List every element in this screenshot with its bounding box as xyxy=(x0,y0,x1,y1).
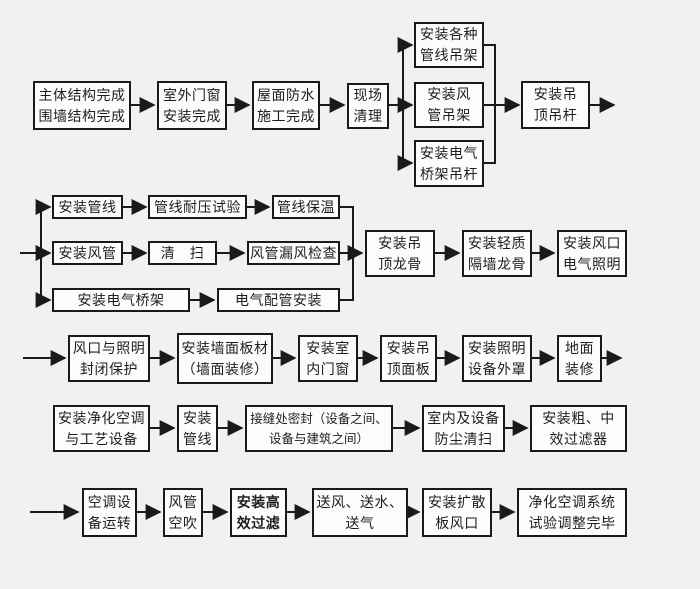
flow-box-seam-sealing: 接缝处密封（设备之间、 设备与建筑之间） xyxy=(245,405,393,452)
flow-box-pipeline-pressure-test: 管线耐压试验 xyxy=(148,195,247,219)
flow-box-clean-ac-equipment: 安装净化空调 与工艺设备 xyxy=(53,405,150,452)
flow-box-duct-leak-check: 风管漏风检查 xyxy=(247,241,340,265)
flow-box-site-cleanup: 现场 清理 xyxy=(347,83,389,129)
flow-box-air-outlet-lighting: 安装风口 电气照明 xyxy=(557,230,627,277)
flow-box-dust-cleaning: 室内及设备 防尘清扫 xyxy=(422,405,505,452)
flow-box-install-pipelines: 安装管线 xyxy=(52,195,123,219)
flow-box-electrical-tray-rods: 安装电气 桥架吊杆 xyxy=(414,140,484,187)
flow-box-duct-hangers: 安装风 管吊架 xyxy=(414,82,484,128)
flow-box-ceiling-panels: 安装吊 顶面板 xyxy=(380,335,437,382)
flow-box-partition-keel: 安装轻质 隔墙龙骨 xyxy=(462,230,532,277)
flow-box-diffuser-outlets: 安装扩散 板风口 xyxy=(422,488,492,537)
flow-box-install-pipes-2: 安装 管线 xyxy=(177,405,218,452)
flow-box-roof-waterproof: 屋面防水 施工完成 xyxy=(252,81,320,130)
flow-box-ceiling-rods: 安装吊 顶吊杆 xyxy=(521,81,590,129)
flow-box-exterior-doors: 室外门窗 安装完成 xyxy=(157,81,227,130)
flow-box-final-adjustment: 净化空调系统 试验调整完毕 xyxy=(517,488,627,537)
flow-box-floor-finish: 地面 装修 xyxy=(557,335,602,382)
flow-box-hepa-filter: 安装高 效过滤 xyxy=(230,488,287,537)
flow-box-interior-doors: 安装室 内门窗 xyxy=(298,335,358,382)
arrow-group xyxy=(23,37,623,520)
flow-box-ac-equipment-run: 空调设 备运转 xyxy=(82,488,137,537)
flow-box-install-cable-tray: 安装电气桥架 xyxy=(52,288,190,312)
flow-box-lighting-covers: 安装照明 设备外罩 xyxy=(462,335,532,382)
flow-box-structure-complete: 主体结构完成 围墙结构完成 xyxy=(33,81,131,130)
flow-box-pipeline-hangers: 安装各种 管线吊架 xyxy=(414,22,484,68)
flow-box-wall-panels: 安装墙面板材 （墙面装修） xyxy=(177,333,273,384)
flow-box-install-ducts: 安装风管 xyxy=(52,241,123,265)
flow-box-pipeline-insulation: 管线保温 xyxy=(272,195,340,219)
flow-box-cleaning: 清 扫 xyxy=(148,241,217,265)
flow-box-electrical-conduit: 电气配管安装 xyxy=(217,288,340,312)
flow-box-coarse-medium-filters: 安装粗、中 效过滤器 xyxy=(530,405,627,452)
flow-box-supply-air-water-gas: 送风、送水、 送气 xyxy=(312,488,408,537)
flow-box-outlet-protection: 风口与照明 封闭保护 xyxy=(68,335,150,382)
flow-box-duct-blow: 风管 空吹 xyxy=(163,488,203,537)
flow-box-ceiling-keel: 安装吊 顶龙骨 xyxy=(365,230,435,277)
